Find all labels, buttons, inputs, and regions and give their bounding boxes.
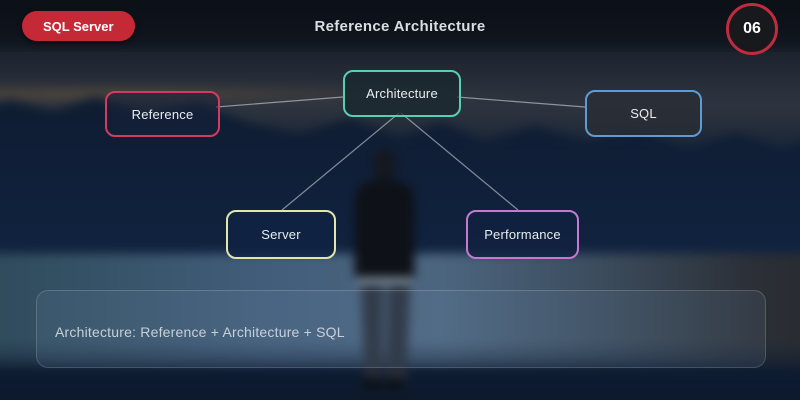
sql-server-badge: SQL Server — [22, 11, 135, 41]
node-architecture: Architecture — [343, 70, 461, 117]
slide-number-badge: 06 — [726, 3, 778, 55]
node-performance: Performance — [466, 210, 579, 259]
node-performance-label: Performance — [484, 227, 561, 242]
node-sql: SQL — [585, 90, 702, 137]
caption-text: Architecture: Reference + Architecture +… — [55, 324, 345, 340]
node-server-label: Server — [261, 227, 301, 242]
caption-panel: Architecture: Reference + Architecture +… — [36, 290, 766, 368]
node-sql-label: SQL — [630, 106, 657, 121]
node-server: Server — [226, 210, 336, 259]
header-bar: Reference Architecture SQL Server 06 — [0, 0, 800, 55]
node-reference-label: Reference — [131, 106, 194, 122]
node-reference: Reference — [105, 91, 220, 137]
page-title: Reference Architecture — [314, 17, 486, 35]
node-architecture-label: Architecture — [366, 86, 438, 101]
person-silhouette — [354, 148, 415, 390]
